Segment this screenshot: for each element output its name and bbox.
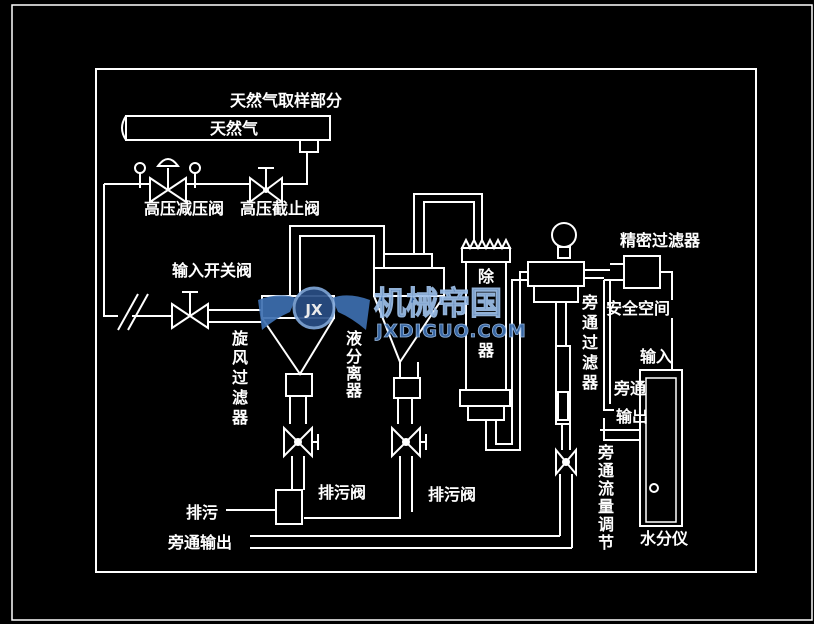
watermark-logo: JX 机械帝国 JXDIGUO.COM [258,284,527,342]
cyclone-filter-char-2: 过 [232,368,248,387]
cyclone-filter-char-4: 器 [231,408,249,427]
drain-valve-1 [283,425,319,459]
moisture-analyzer-label: 水分仪 [640,529,689,548]
drawing-border [95,68,757,573]
bypass-flow-char-2: 流 [598,479,614,498]
moisture-analyzer [639,369,683,527]
bypass-filter [527,222,610,450]
bypass-flow-char-3: 量 [598,497,614,516]
bypass-flow-valve [555,447,577,548]
outer-frame [11,4,813,621]
hp-reducing-valve-label: 高压减压阀 [144,199,224,218]
remover-char-1: 器 [477,341,495,360]
hp-reducing-valve [134,158,201,204]
bypass-filter-char-0: 旁 [581,293,598,312]
natural-gas-label: 天然气 [210,119,258,138]
remover-char-0: 除 [478,267,495,286]
bypass-filter-char-1: 通 [582,313,598,332]
precision-filter [623,255,661,289]
precision-filter-label: 精密过滤器 [620,231,701,250]
bypass-filter-char-2: 过 [582,333,598,352]
analyzer-indicator-icon [649,483,659,493]
bypass-flow-char-5: 节 [598,533,614,552]
output-label: 输出 [616,407,648,426]
natural-gas-pipe [125,115,331,141]
drain-label: 排污 [186,503,218,522]
bypass-flow-char-0: 旁 [597,443,614,462]
hp-shutoff-valve-label: 高压截止阀 [240,199,320,218]
hp-shutoff-valve [249,167,283,204]
drain-valve-1-label: 排污阀 [318,483,366,502]
input-switch-valve [171,291,209,330]
liquid-separator-char-2: 离 [346,364,362,383]
safe-space-label: 安全空间 [606,299,670,318]
bypass-flow-char-4: 调 [598,515,614,534]
liquid-separator-char-1: 分 [346,347,362,366]
bypass-output-label: 旁通输出 [167,533,232,552]
watermark-logo-text: 机械帝国 [374,284,502,322]
bypass-filter-char-3: 滤 [582,353,598,372]
input-switch-valve-label: 输入开关阀 [172,261,252,280]
liquid-separator [373,193,483,424]
watermark-url: JXDIGUO.COM [374,321,527,342]
liquid-separator-char-3: 器 [345,381,363,400]
input-label: 输入 [640,347,672,366]
drain-valve-2-label: 排污阀 [428,485,476,504]
bypass-filter-char-4: 器 [581,373,599,392]
cyclone-filter-char-3: 滤 [232,388,248,407]
cyclone-filter-char-0: 旋 [231,329,249,348]
cyclone-filter-char-1: 风 [232,348,248,367]
drain-junction [275,489,303,525]
bypass-label: 旁通 [613,379,646,398]
bypass-flow-char-1: 通 [598,461,614,480]
drain-valve-2 [391,425,427,459]
diagram-title: 天然气取样部分 [230,91,342,110]
liquid-separator-char-0: 液 [346,329,363,348]
watermark-badge: JX [304,301,323,319]
remover [459,237,528,451]
